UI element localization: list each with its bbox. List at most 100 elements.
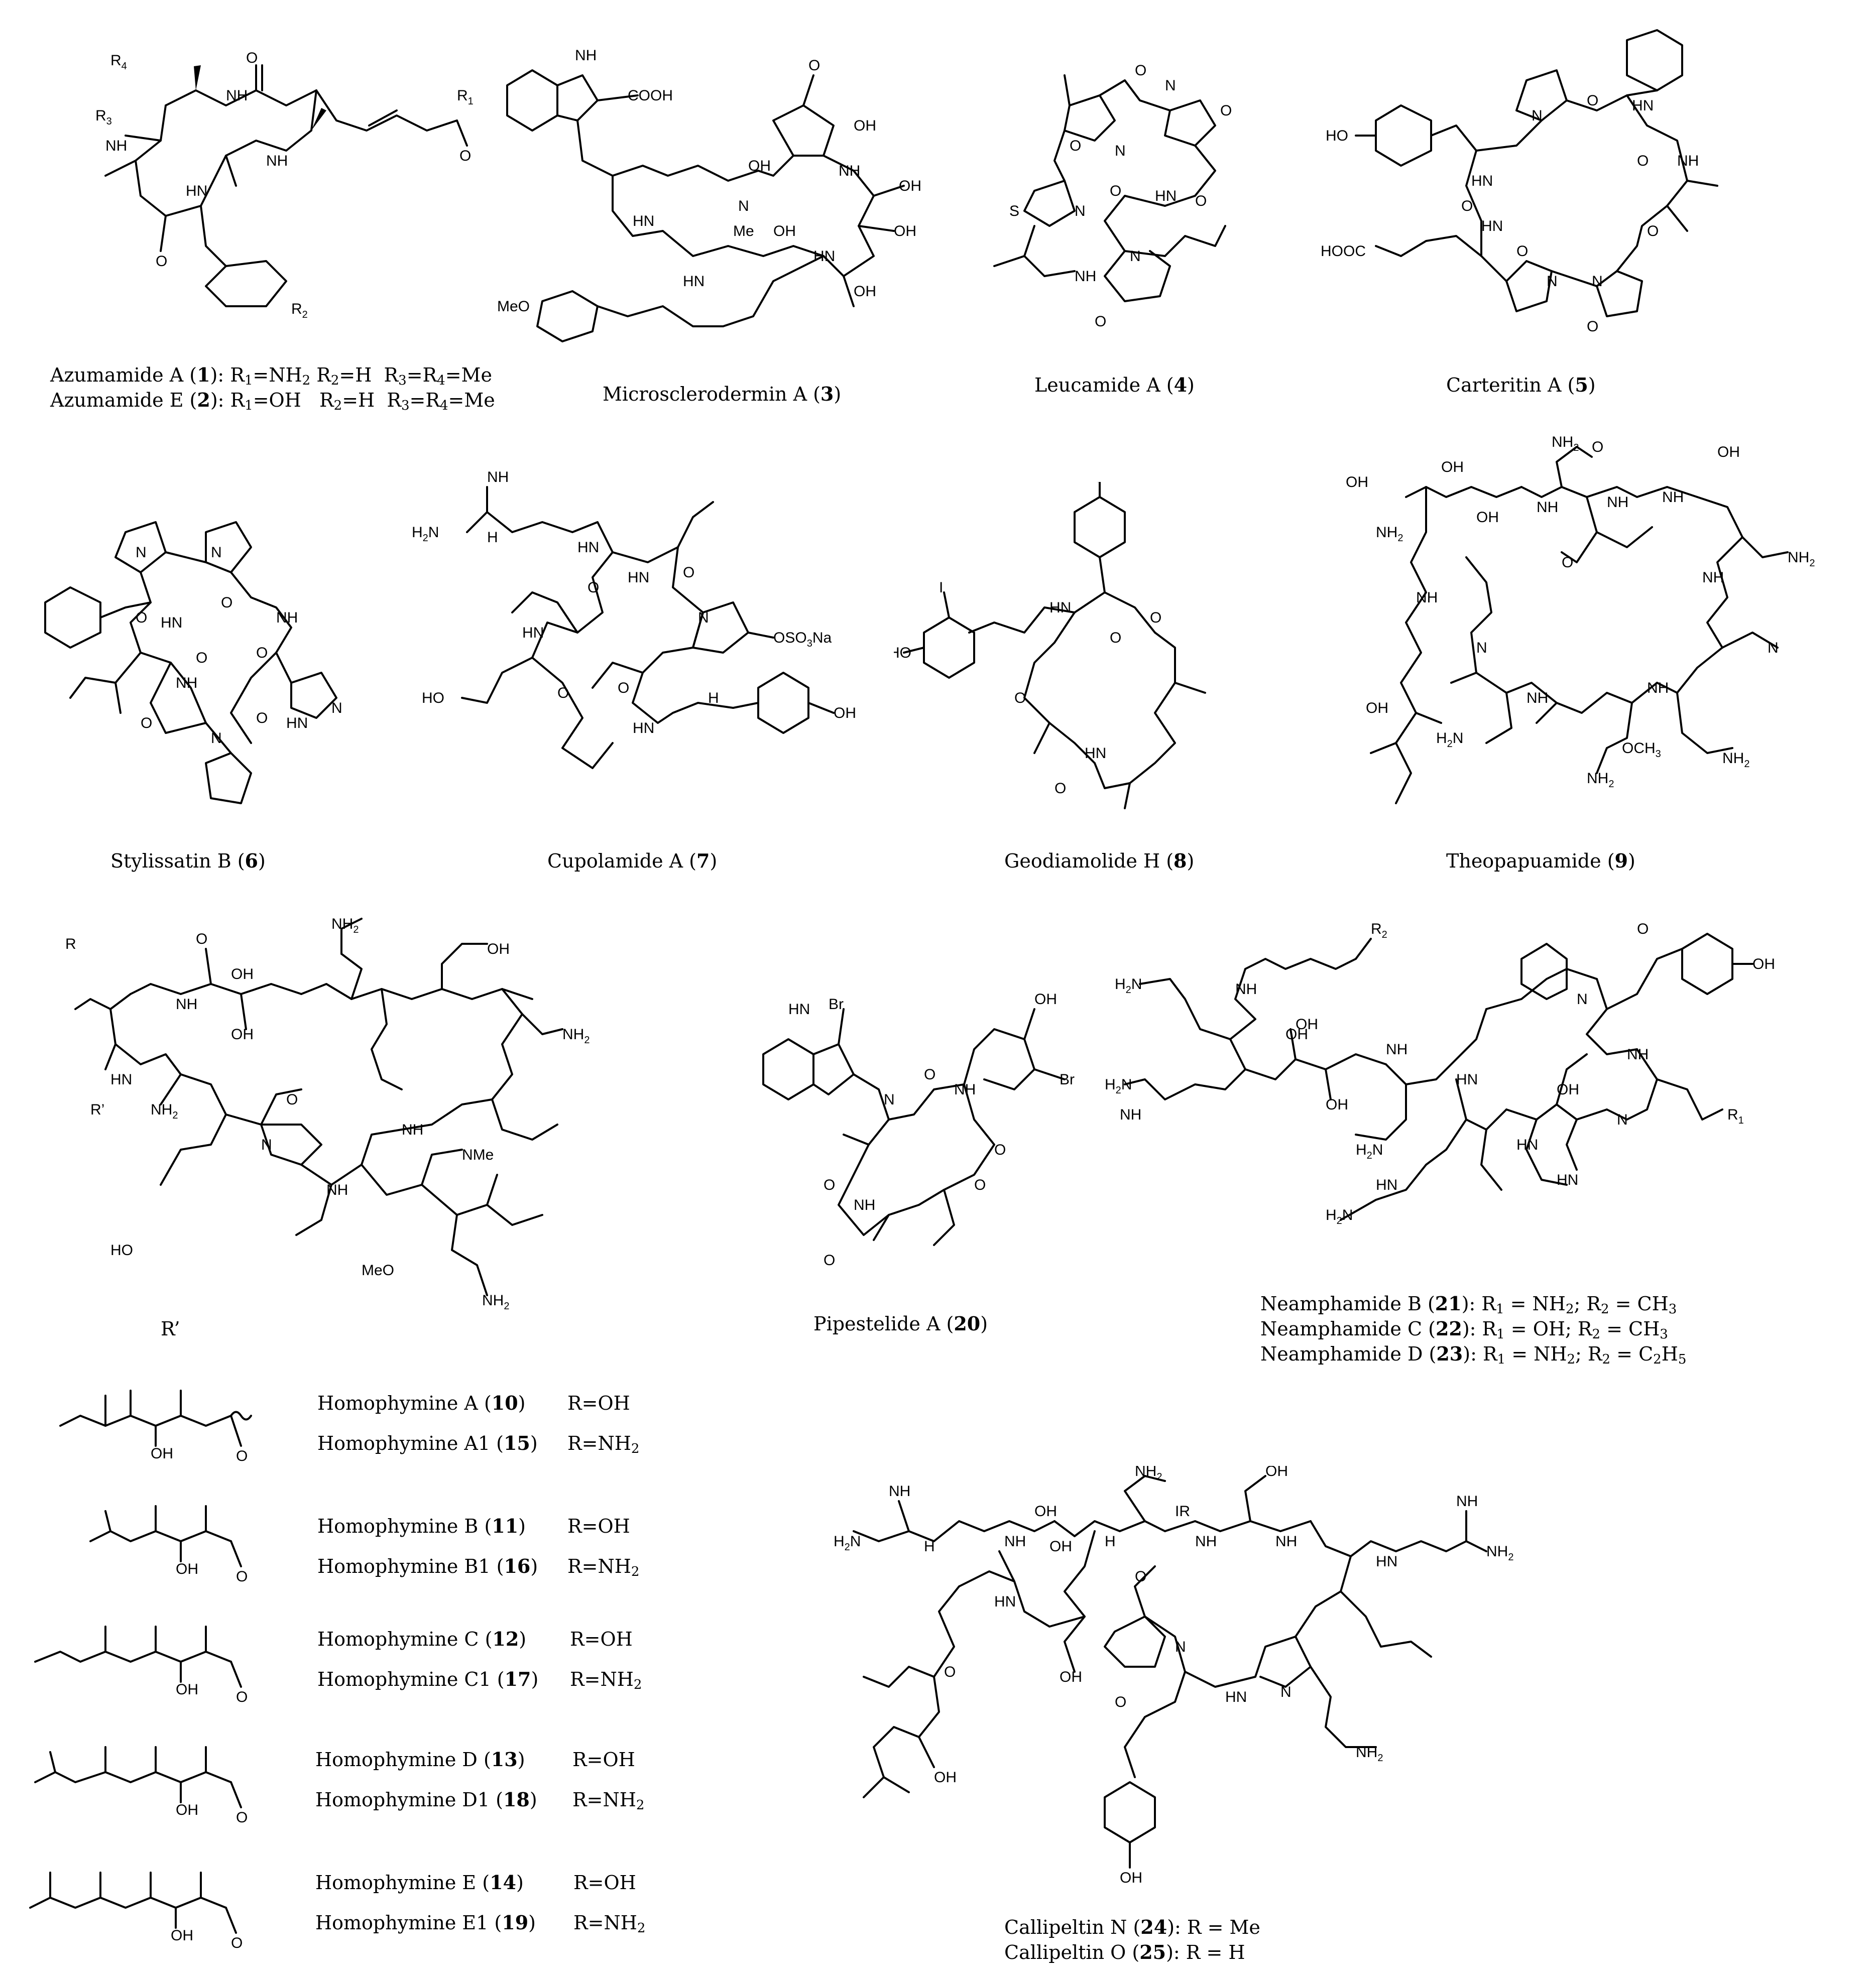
n-label: N [1075,203,1086,219]
carteritin-structure: HO HOOC HN HN N O HN NH O O N N O O O [1316,20,1737,351]
hn-label: HN [1376,1177,1397,1193]
hn-label: HN [683,273,705,290]
nh-label: NH [1275,1533,1297,1550]
homophymine-e1-r: R=NH2 [573,1912,646,1936]
o-label: O [221,594,232,611]
o-label: O [808,57,820,74]
caption-carteritin-a: Carteritin A (5) [1446,374,1596,396]
o-label: O [231,1935,243,1951]
o-label: O [824,1177,835,1193]
o-label: O [994,1142,1006,1158]
nh-label: NH [839,163,860,179]
nh-label: NH [1004,1533,1026,1550]
oh-label: OH [1092,482,1115,485]
hn-label: HN [813,248,835,265]
h2n-label: H2N [834,1533,861,1553]
o-label: O [1115,1694,1126,1710]
geodiamolide-structure: OH HN O O I HO O HN O [894,482,1265,813]
n-label: N [331,700,342,716]
nh-label: NH [276,609,298,626]
nh-label: NH [1607,494,1628,511]
oh-label: OH [1326,1096,1348,1113]
r2-label: R2 [1371,921,1387,940]
homophymine-c1-label: Homophymine C1 (17) [317,1668,539,1690]
hn-label: HN [1557,1172,1578,1188]
n-label: N [1175,1639,1186,1655]
o-label: O [1587,92,1598,109]
o-label: O [236,1448,248,1464]
o-label: O [1195,193,1207,209]
homophymine-d-r: R=OH [572,1749,635,1771]
nh-label: NH [1386,1041,1408,1058]
nh-label: NH [889,1483,910,1500]
o-label: O [236,1568,248,1585]
nh-label: NH [1416,589,1438,606]
h2n-label: H2N [412,524,439,544]
o-label: O [588,579,599,596]
hn-label: HN [1456,1071,1478,1088]
nh-label: NH [854,1197,875,1213]
hn-label: HN [628,569,649,586]
nh-label: NH [1662,489,1684,506]
homophymine-d1-r: R=NH2 [572,1789,645,1813]
o-label: O [1220,102,1232,119]
ho-label: HO [1326,128,1348,144]
oh-label: OH [1034,991,1057,1008]
oh-label: OH [894,223,916,239]
r1-label: R1 [457,87,474,107]
o-label: O [1095,313,1106,330]
homophymine-core-structure: R O OH OH NH NH2 OH NH2 HN R’ NH2 O NH N… [60,914,613,1325]
ho-label: HO [422,690,444,706]
nh2-label: NH2 [1376,524,1403,544]
oh-label: OH [773,223,796,239]
oh-label: OH [1752,956,1775,972]
n-label: N [738,198,749,214]
h2n-label: H2N [1105,1076,1132,1096]
callipeltin-structure: NH H2N H OH OH NH NH2 IR H OH NH NH NH N… [834,1466,1527,1938]
nh2-label: NH2 [1486,1543,1513,1563]
homophymine-c-label: Homophymine C (12) [317,1628,527,1650]
nh2-label: NH2 [151,1101,178,1121]
oh-label: OH [176,1681,198,1698]
nh-label: NH [1456,1493,1478,1510]
br-label: Br [1060,1071,1075,1088]
o-label: O [1647,223,1659,239]
caption-leucamide-a: Leucamide A (4) [1034,374,1195,396]
homophymine-a-r: R=OH [567,1392,630,1414]
homophymine-b-r: R=OH [567,1515,630,1537]
nh-label: NH [954,1081,976,1098]
o-label: O [1637,921,1649,937]
caption-theopapuamide: Theopapuamide (9) [1446,849,1635,872]
nh-label: NH [575,47,597,64]
s-label: S [1009,203,1019,219]
hn-label: HN [1632,97,1654,114]
n-label: N [1165,77,1176,94]
oso3na-label: OSO3Na [773,630,832,649]
hooc-label: HOOC [1321,243,1366,260]
n-label: N [1592,273,1603,290]
r-prime-label: R’ [161,1318,180,1340]
caption-geodiamolide-h: Geodiamolide H (8) [1004,849,1195,872]
homophymine-c-r: R=OH [570,1628,633,1650]
hn-label: HN [994,1593,1016,1610]
hn-label: HN [1471,173,1493,189]
h2n-label: H2N [1326,1207,1353,1226]
caption-pipestelide-a: Pipestelide A (20) [813,1312,988,1335]
o-label: O [1014,690,1026,706]
hn-label: HN [186,183,207,199]
nh-label: NH [1195,1533,1217,1550]
oh-label: OH [231,1026,254,1043]
o-label: O [944,1664,956,1680]
microsclerodermin-structure: COOH NH N Me O OH NH OH OH OH OH OH HN H… [492,45,974,346]
caption-stylissatin-b: Stylissatin B (6) [110,849,266,872]
o-label: O [1135,62,1146,79]
o-label: O [1054,780,1066,797]
homophymine-d-label: Homophymine D (13) [315,1748,525,1771]
hn-label: HN [1049,599,1071,616]
oh-label: OH [1557,1081,1579,1098]
hn-label: HN [1516,1137,1538,1153]
homophymine-d1-label: Homophymine D1 (18) [315,1788,537,1811]
r1-label: R1 [1727,1106,1744,1126]
nh-label: NH [176,996,197,1013]
nh-label: NH [176,675,197,691]
